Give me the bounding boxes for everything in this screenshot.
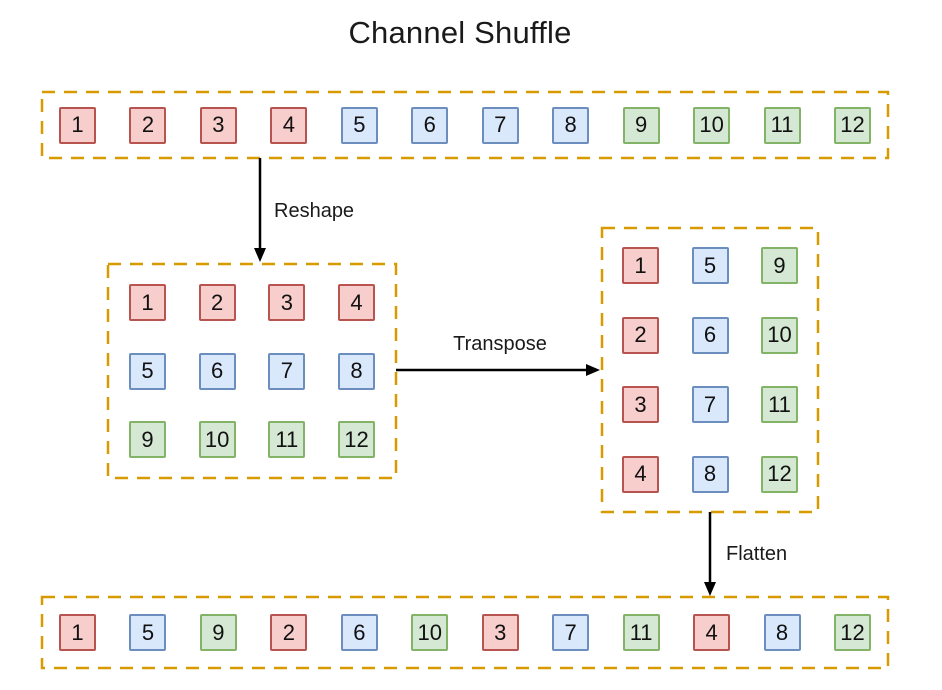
channel-box-7: 7 xyxy=(552,614,590,651)
channel-box-6: 6 xyxy=(340,614,378,651)
channel-box-8: 8 xyxy=(691,455,729,493)
channel-box-2: 2 xyxy=(622,316,659,354)
channel-box-1: 1 xyxy=(59,614,96,651)
channel-box-8: 8 xyxy=(337,352,375,390)
channel-box-9: 9 xyxy=(129,421,166,458)
channel-box-7: 7 xyxy=(481,106,519,144)
channel-box-12: 12 xyxy=(337,421,375,458)
page-title: Channel Shuffle xyxy=(348,15,572,50)
channel-box-12: 12 xyxy=(761,455,798,493)
channel-box-10: 10 xyxy=(693,106,731,144)
channel-box-11: 11 xyxy=(268,421,306,458)
channel-box-10: 10 xyxy=(761,316,798,354)
channel-box-2: 2 xyxy=(129,106,167,144)
reshape-arrow-label: Reshape xyxy=(274,200,355,222)
channel-box-2: 2 xyxy=(198,284,236,321)
channel-box-11: 11 xyxy=(761,386,798,424)
channel-box-5: 5 xyxy=(129,614,167,651)
channel-box-11: 11 xyxy=(622,614,660,651)
channel-box-3: 3 xyxy=(481,614,519,651)
channel-box-10: 10 xyxy=(411,614,449,651)
channel-box-6: 6 xyxy=(691,316,729,354)
channel-box-8: 8 xyxy=(552,106,590,144)
channel-box-5: 5 xyxy=(340,106,378,144)
channel-box-5: 5 xyxy=(691,247,729,284)
flatten-arrow-label: Flatten xyxy=(726,543,788,565)
channel-box-9: 9 xyxy=(761,247,798,284)
channel-box-10: 10 xyxy=(198,421,236,458)
channel-box-8: 8 xyxy=(763,614,801,651)
channel-box-2: 2 xyxy=(270,614,308,651)
channel-box-4: 4 xyxy=(270,106,308,144)
channel-box-6: 6 xyxy=(411,106,449,144)
channel-box-1: 1 xyxy=(129,284,166,321)
transpose-arrow-label: Transpose xyxy=(453,333,547,355)
channel-box-11: 11 xyxy=(763,106,801,144)
channel-box-1: 1 xyxy=(59,106,96,144)
channel-box-7: 7 xyxy=(691,386,729,424)
channel-box-6: 6 xyxy=(198,352,236,390)
channel-box-4: 4 xyxy=(693,614,731,651)
channel-box-3: 3 xyxy=(268,284,306,321)
channel-box-7: 7 xyxy=(268,352,306,390)
channel-box-3: 3 xyxy=(199,106,237,144)
reshape-grid-row: 9 10 11 12 xyxy=(129,421,375,458)
channel-box-5: 5 xyxy=(129,352,166,390)
channel-box-3: 3 xyxy=(622,386,659,424)
channel-box-9: 9 xyxy=(622,106,660,144)
channel-box-9: 9 xyxy=(199,614,237,651)
channel-box-4: 4 xyxy=(337,284,375,321)
channel-box-12: 12 xyxy=(833,106,871,144)
channel-box-12: 12 xyxy=(833,614,871,651)
channel-box-1: 1 xyxy=(622,247,659,284)
channel-box-4: 4 xyxy=(622,455,659,493)
